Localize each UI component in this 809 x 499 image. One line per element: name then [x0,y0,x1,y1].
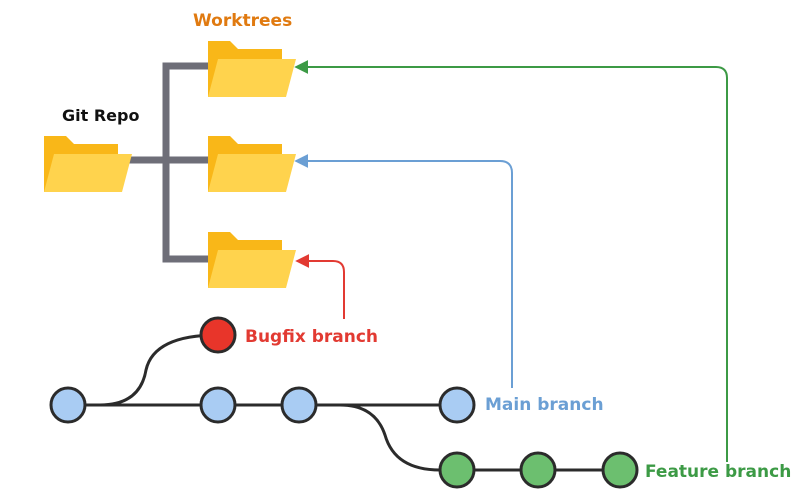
main-branch-arrow [294,154,513,388]
worktrees-label: Worktrees [193,11,292,31]
folder-icon [208,136,296,192]
folder-icon [208,41,296,97]
commit-node-main-2 [199,386,237,424]
main-branch-label: Main branch [485,395,604,415]
commit-node-feature-2 [519,451,557,489]
feature-branch-arrow [294,60,728,462]
tree-connector [124,62,214,263]
commit-node-bugfix [199,316,237,354]
folder-icon [44,136,132,192]
commit-node-main-4 [438,386,476,424]
feature-branch-label: Feature branch [645,462,791,482]
bugfix-branch-arrow [295,254,345,319]
feature-branch-line [339,403,620,472]
folder-icon [208,232,296,288]
git-repo-label: Git Repo [62,106,139,125]
bugfix-branch-label: Bugfix branch [245,327,378,347]
commit-node-main-3 [280,386,318,424]
bugfix-branch-line [99,333,219,407]
commit-node-feature-1 [438,451,476,489]
commit-node-feature-3 [601,451,639,489]
commit-node-main-1 [49,386,87,424]
